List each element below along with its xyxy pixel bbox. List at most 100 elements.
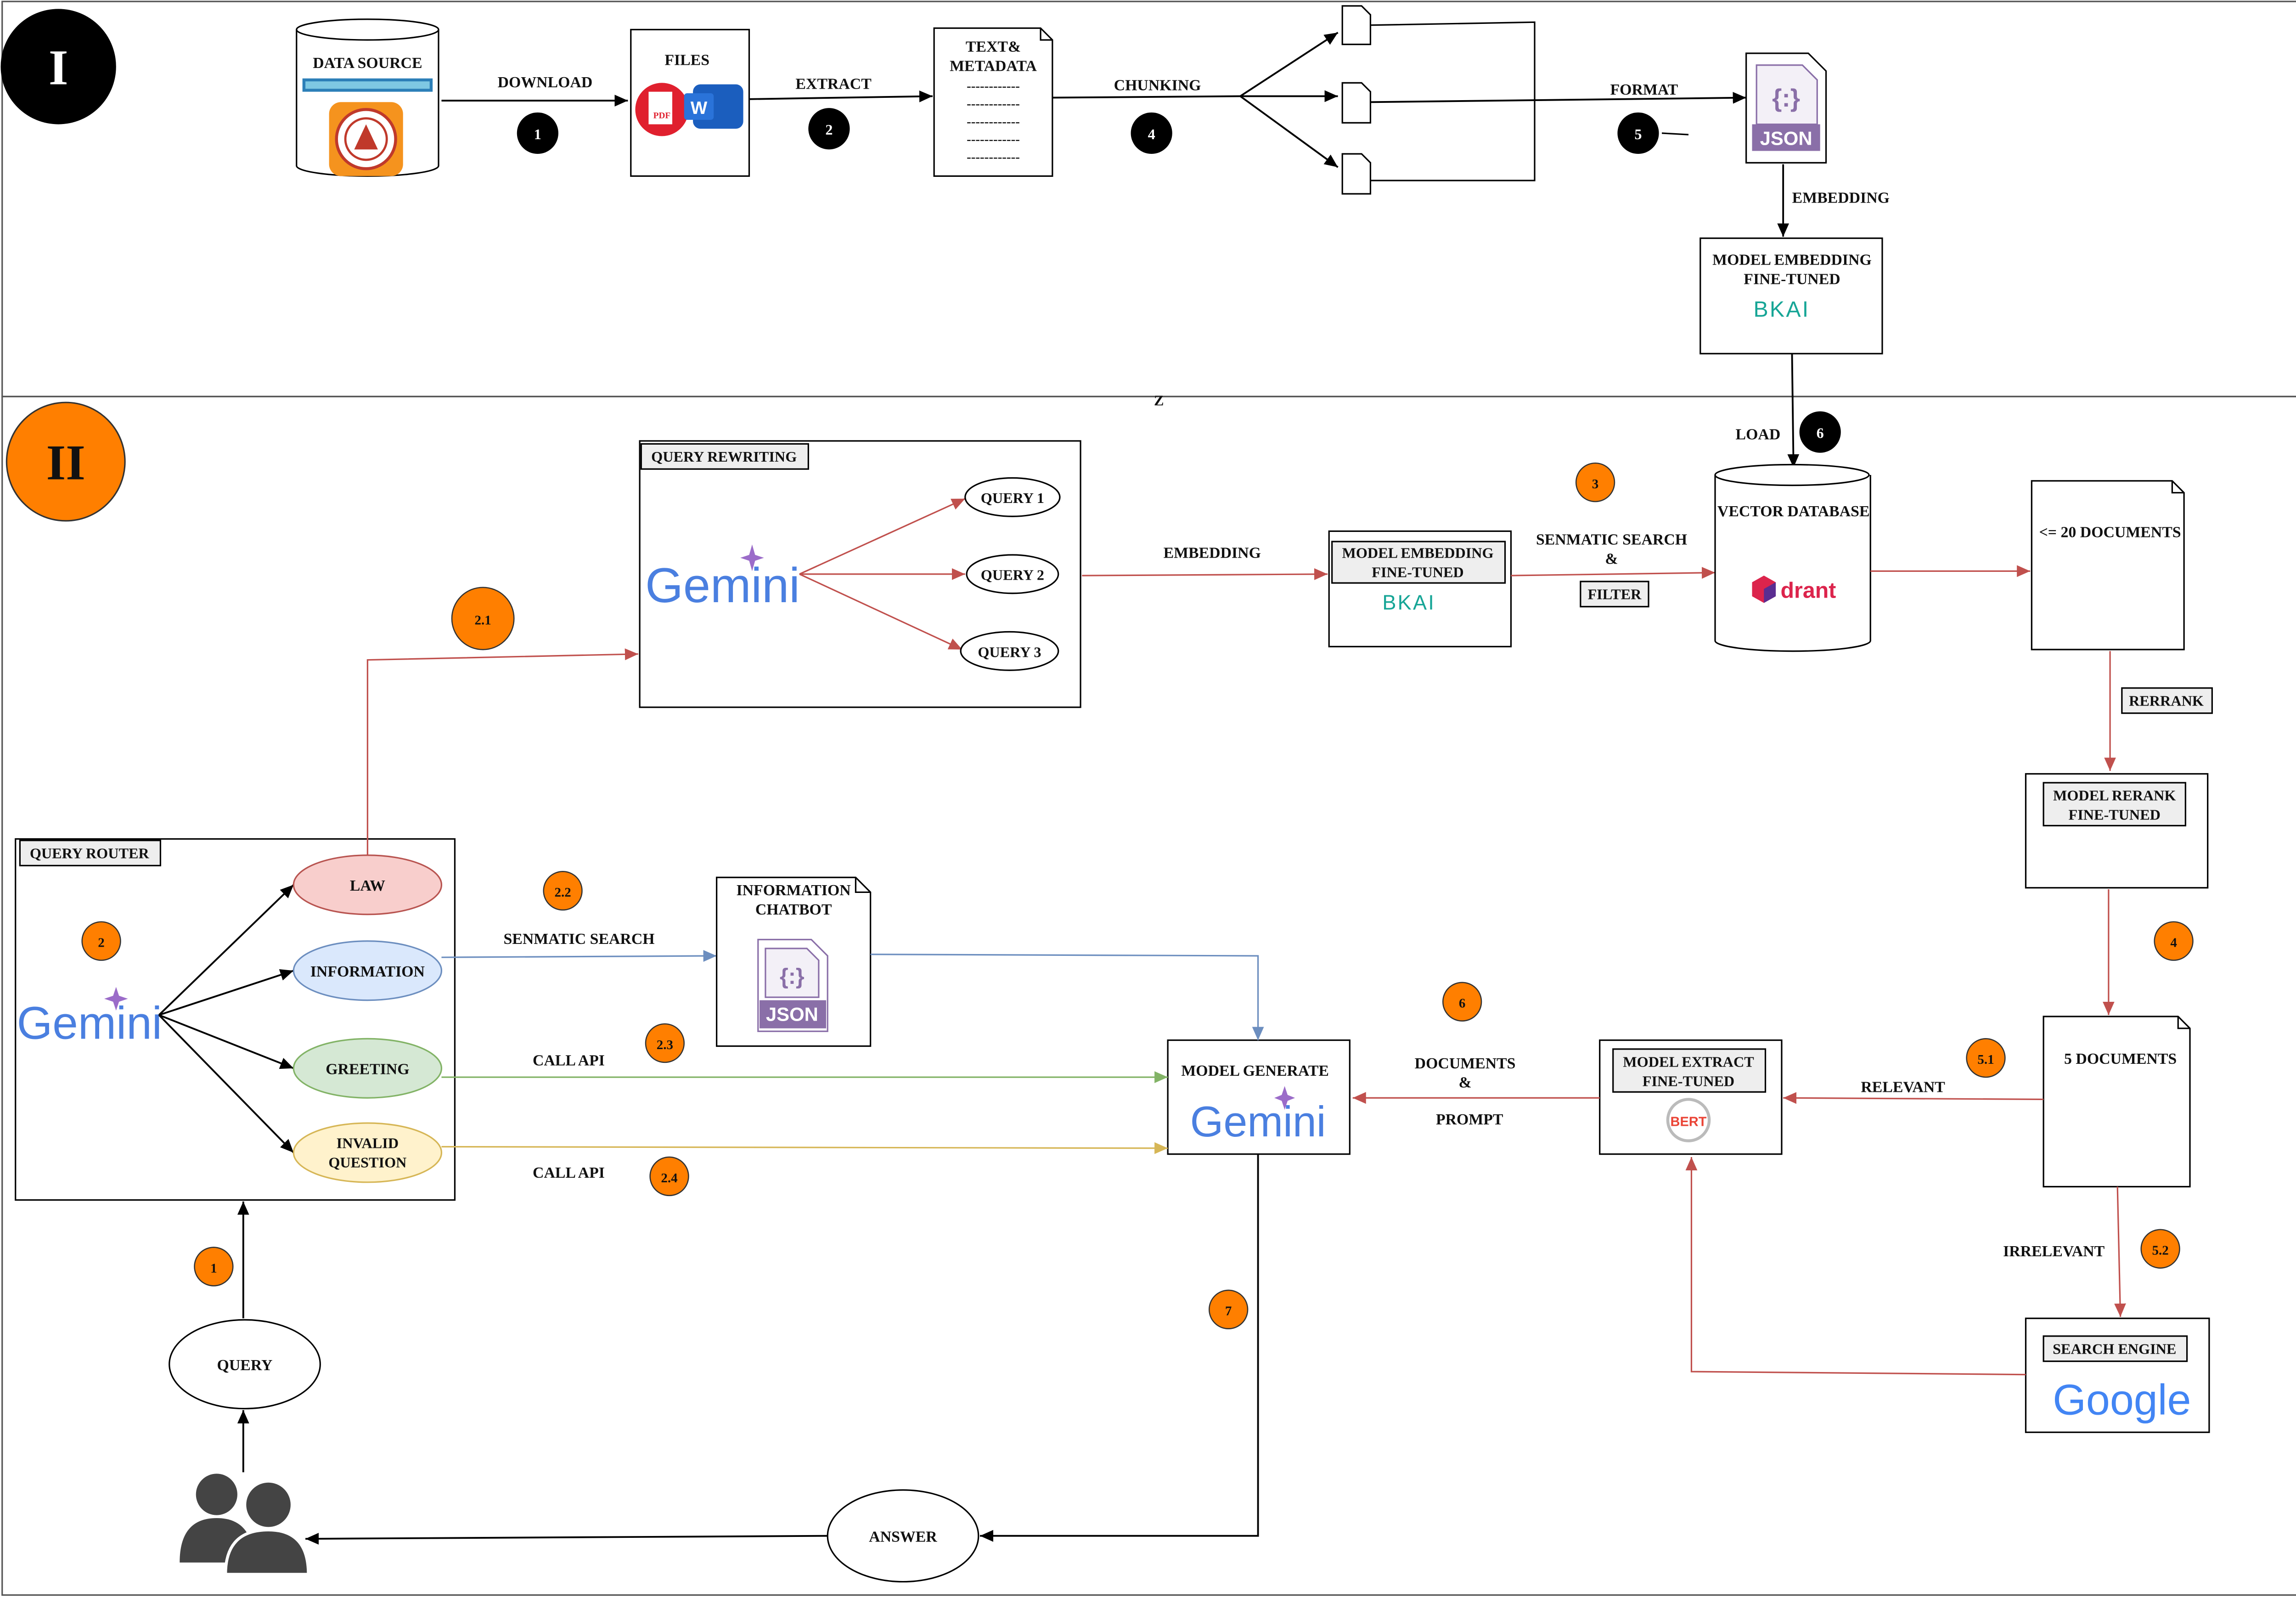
answer-to-user-arrow	[305, 1533, 828, 1545]
rewrite-arrow-1	[799, 498, 966, 575]
model-embedding-box-1: MODEL EMBEDDING FINE-TUNED BKAI	[1699, 237, 1883, 355]
information-label: INFORMATION	[310, 963, 425, 980]
query-router-box: QUERY ROUTER 2 Gemini LAW INFORMATION GR…	[15, 838, 456, 1201]
query-1-node	[964, 477, 1061, 517]
semantic-search-label: SENMATIC SEARCH	[1536, 531, 1687, 548]
greeting-label: GREETING	[326, 1061, 409, 1078]
step-2-4-number: 2.4	[661, 1171, 677, 1186]
query-1-label: QUERY 1	[981, 490, 1044, 506]
step-2-1-badge	[451, 587, 515, 650]
information-node	[293, 940, 443, 1001]
router-arrow-law	[158, 884, 294, 1016]
call-api-1-label: CALL API	[533, 1052, 605, 1069]
model-rerank-line1: MODEL RERANK	[2053, 787, 2176, 804]
documents-label: DOCUMENTS	[1415, 1055, 1516, 1072]
relevant-label: RELEVANT	[1861, 1079, 1945, 1095]
chunk-merge-lines	[1370, 21, 1536, 181]
documents-amp: &	[1459, 1074, 1472, 1091]
greeting-node	[293, 1038, 443, 1099]
step-5-1-number: 5.1	[1977, 1052, 1994, 1067]
json-label: JSON	[1760, 128, 1812, 149]
model-embedding-box-2: MODEL EMBEDDING FINE-TUNED BKAI	[1328, 530, 1512, 648]
step-2-orange-number: 2	[98, 936, 105, 950]
format-arrow	[1370, 92, 1746, 104]
irrelevant-arrow	[2114, 1186, 2126, 1317]
irrelevant-label: IRRELEVANT	[2003, 1243, 2105, 1260]
files-label: FILES	[664, 52, 709, 69]
vector-database-cylinder: VECTOR DATABASE drant	[1714, 463, 1871, 652]
step-5-1-badge	[1966, 1038, 2006, 1078]
info-chatbot-line1: INFORMATION	[737, 882, 851, 899]
users-icon	[180, 1474, 310, 1576]
load-arrow	[1787, 353, 1800, 468]
info-chatbot-line2: CHATBOT	[755, 901, 832, 918]
query-router-title: QUERY ROUTER	[30, 845, 150, 861]
model-rerank-box: MODEL RERANK FINE-TUNED	[2025, 773, 2209, 889]
step-5-badge	[1617, 112, 1659, 154]
load-label: LOAD	[1736, 426, 1781, 443]
chunk-doc-1	[1341, 5, 1372, 45]
extract-label: EXTRACT	[795, 75, 872, 92]
model-generate-title: MODEL GENERATE	[1181, 1062, 1329, 1079]
step-6-orange-number: 6	[1459, 996, 1466, 1011]
step-1-orange-number: 1	[210, 1261, 217, 1276]
relevant-arrow	[1783, 1092, 2044, 1104]
section-2-frame	[1, 395, 2296, 1596]
step-7-number: 7	[1225, 1304, 1232, 1319]
model-embedding-2-line2: FINE-TUNED	[1372, 564, 1463, 580]
step-2-2-badge	[543, 871, 583, 911]
svg-text:{:}: {:}	[780, 964, 805, 989]
call-api-2-label: CALL API	[533, 1164, 605, 1181]
semantic-search-amp: &	[1605, 550, 1618, 567]
dash-line-2: ------------	[967, 96, 1020, 111]
router-arrow-invalid	[158, 1014, 294, 1153]
text-metadata-document: TEXT& METADATA ------------ ------------…	[933, 27, 1053, 177]
senmatic-search-info-label: SENMATIC SEARCH	[503, 931, 654, 948]
law-label: LAW	[350, 877, 385, 894]
rerrank-label: RERRANK	[2129, 693, 2204, 709]
query-rewriting-box: QUERY REWRITING Gemini QUERY 1 QUERY 2 Q…	[639, 440, 1081, 708]
query-node	[169, 1319, 321, 1410]
chunk-doc-3	[1341, 153, 1372, 195]
step-4-orange-badge	[2154, 921, 2194, 961]
invalid-question-node	[293, 1122, 443, 1183]
model-rerank-line2: FINE-TUNED	[2069, 807, 2161, 823]
chatbot-to-generate-arrow	[870, 954, 1264, 1040]
format-label: FORMAT	[1610, 81, 1678, 98]
docs5-label: 5 DOCUMENTS	[2064, 1050, 2177, 1067]
invalid-to-generate-arrow	[441, 1142, 1168, 1154]
step-2-4-badge	[649, 1156, 689, 1197]
law-to-rewriting-arrow	[366, 648, 638, 855]
qdrant-label: drant	[1781, 578, 1836, 603]
step-4-orange-number: 4	[2170, 936, 2177, 950]
model-embedding-1-line2: FINE-TUNED	[1744, 271, 1840, 288]
rewrite-arrow-3	[799, 573, 963, 650]
pdf-badge: PDF	[653, 111, 671, 121]
model-extract-box: MODEL EXTRACT FINE-TUNED BERT	[1599, 1039, 1783, 1155]
step-5-2-number: 5.2	[2152, 1243, 2168, 1258]
step-2-badge	[808, 108, 850, 150]
step-2-3-badge	[645, 1023, 685, 1063]
json-chatbot-icon: {:} JSON	[757, 938, 828, 1032]
search-engine-title: SEARCH ENGINE	[2053, 1340, 2176, 1357]
step-1-badge	[517, 112, 558, 154]
dash-line-5: ------------	[967, 150, 1020, 164]
chunking-arrow	[1052, 95, 1240, 99]
step-1-orange-badge	[194, 1247, 234, 1287]
search-engine-box: SEARCH ENGINE Google	[2025, 1317, 2210, 1433]
step-4-number: 4	[1148, 126, 1155, 142]
generate-to-answer-line	[980, 1154, 1259, 1542]
step-2-2-number: 2.2	[554, 885, 571, 900]
rerrank-tag	[2121, 687, 2213, 714]
section-1-label: I	[49, 40, 68, 96]
query-3-node	[960, 631, 1059, 671]
step-2-3-number: 2.3	[657, 1038, 673, 1052]
model-generate-box: MODEL GENERATE Gemini	[1167, 1039, 1351, 1155]
step-5-2-badge	[2140, 1229, 2180, 1269]
gemini-logo-generate: Gemini	[1190, 1097, 1326, 1146]
query-label: QUERY	[217, 1357, 273, 1374]
data-source-cylinder: DATA SOURCE	[296, 18, 439, 177]
step-5-number: 5	[1634, 126, 1642, 142]
google-logo: Google	[2053, 1376, 2191, 1424]
step-6-orange-badge	[1442, 982, 1482, 1022]
